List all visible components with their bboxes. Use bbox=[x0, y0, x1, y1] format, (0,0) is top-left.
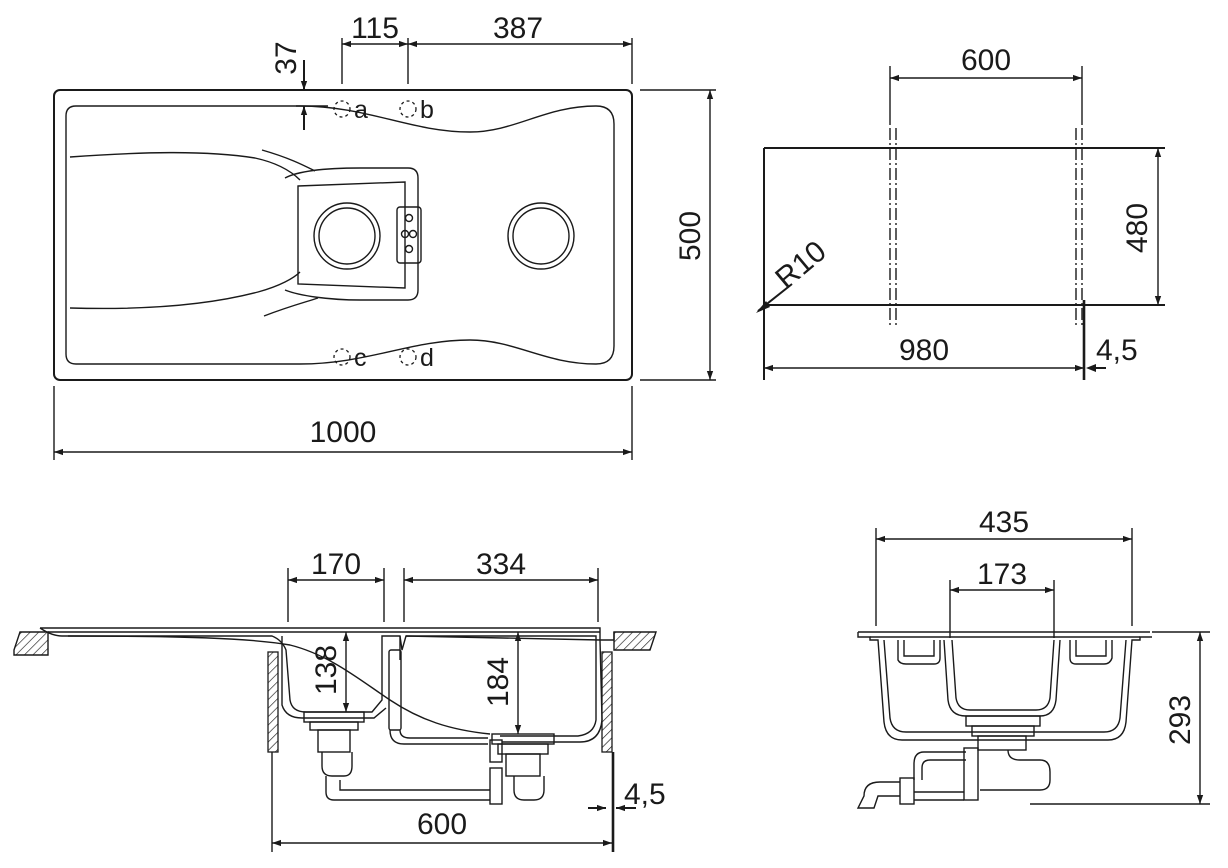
tap-hole-b bbox=[399, 100, 417, 118]
tap-hole-c bbox=[333, 348, 351, 366]
dim-hole-offset: 115 bbox=[351, 12, 399, 45]
drain-right-inner bbox=[512, 207, 570, 265]
tap-label-c: c bbox=[354, 344, 367, 372]
drain-left-outer bbox=[313, 202, 381, 270]
cutout-view: 600 480 R10 980 4,5 bbox=[756, 44, 1165, 380]
dim-corner-radius: R10 bbox=[769, 235, 832, 296]
countertop-right bbox=[613, 631, 657, 651]
drainer-lower-line bbox=[69, 271, 301, 310]
section-view: 435 173 293 bbox=[856, 506, 1210, 809]
dim-cutout-depth: 480 bbox=[1121, 203, 1154, 253]
cabinet-wall-right bbox=[601, 651, 613, 753]
dim-cutout-gap: 4,5 bbox=[1096, 334, 1138, 367]
dim-cutout-width: 980 bbox=[899, 334, 949, 367]
dim-cabinet-top: 600 bbox=[961, 44, 1011, 77]
dim-section-overall: 435 bbox=[979, 506, 1029, 539]
dim-side-gap: 4,5 bbox=[624, 778, 666, 811]
small-bowl-outer bbox=[284, 167, 419, 301]
tap-hole-d bbox=[399, 348, 417, 366]
dim-drain-offset: 170 bbox=[311, 548, 361, 581]
tap-label-a: a bbox=[354, 96, 368, 124]
drainer-lower-groove bbox=[263, 297, 319, 317]
inner-bowl-section bbox=[943, 639, 1061, 717]
sink-section-outline bbox=[857, 631, 1152, 741]
sink-outline bbox=[53, 89, 633, 381]
drainer-upper-line bbox=[69, 151, 301, 181]
drain-left-inner bbox=[318, 207, 376, 265]
dim-width: 1000 bbox=[310, 416, 377, 449]
dim-drainer-depth: 138 bbox=[310, 645, 343, 695]
cabinet-wall-left bbox=[267, 651, 279, 753]
dim-inner-bowl: 173 bbox=[977, 558, 1027, 591]
top-view: a b c d 115 387 37 500 1000 bbox=[53, 12, 716, 460]
overflow-slot bbox=[396, 206, 422, 264]
dim-cabinet-bottom: 600 bbox=[417, 808, 467, 841]
dim-bowl-depth: 184 bbox=[482, 657, 515, 707]
tap-label-d: d bbox=[420, 344, 434, 372]
small-bowl-inner bbox=[297, 181, 406, 289]
dim-edge-offset: 37 bbox=[270, 41, 303, 74]
sink-inner-contour bbox=[65, 105, 615, 365]
side-view: 170 334 138 184 600 4,5 bbox=[13, 548, 666, 852]
dim-depth: 500 bbox=[674, 211, 707, 261]
dim-tap-to-drain: 387 bbox=[493, 12, 543, 45]
drainer-upper-groove bbox=[261, 149, 316, 172]
countertop-left bbox=[13, 631, 49, 656]
tap-hole-a bbox=[333, 100, 351, 118]
dim-bowl-width: 334 bbox=[476, 548, 526, 581]
tap-label-b: b bbox=[420, 96, 434, 124]
drainer-slope bbox=[67, 635, 491, 735]
drain-right-outer bbox=[507, 202, 575, 270]
dim-section-height: 293 bbox=[1164, 695, 1197, 745]
